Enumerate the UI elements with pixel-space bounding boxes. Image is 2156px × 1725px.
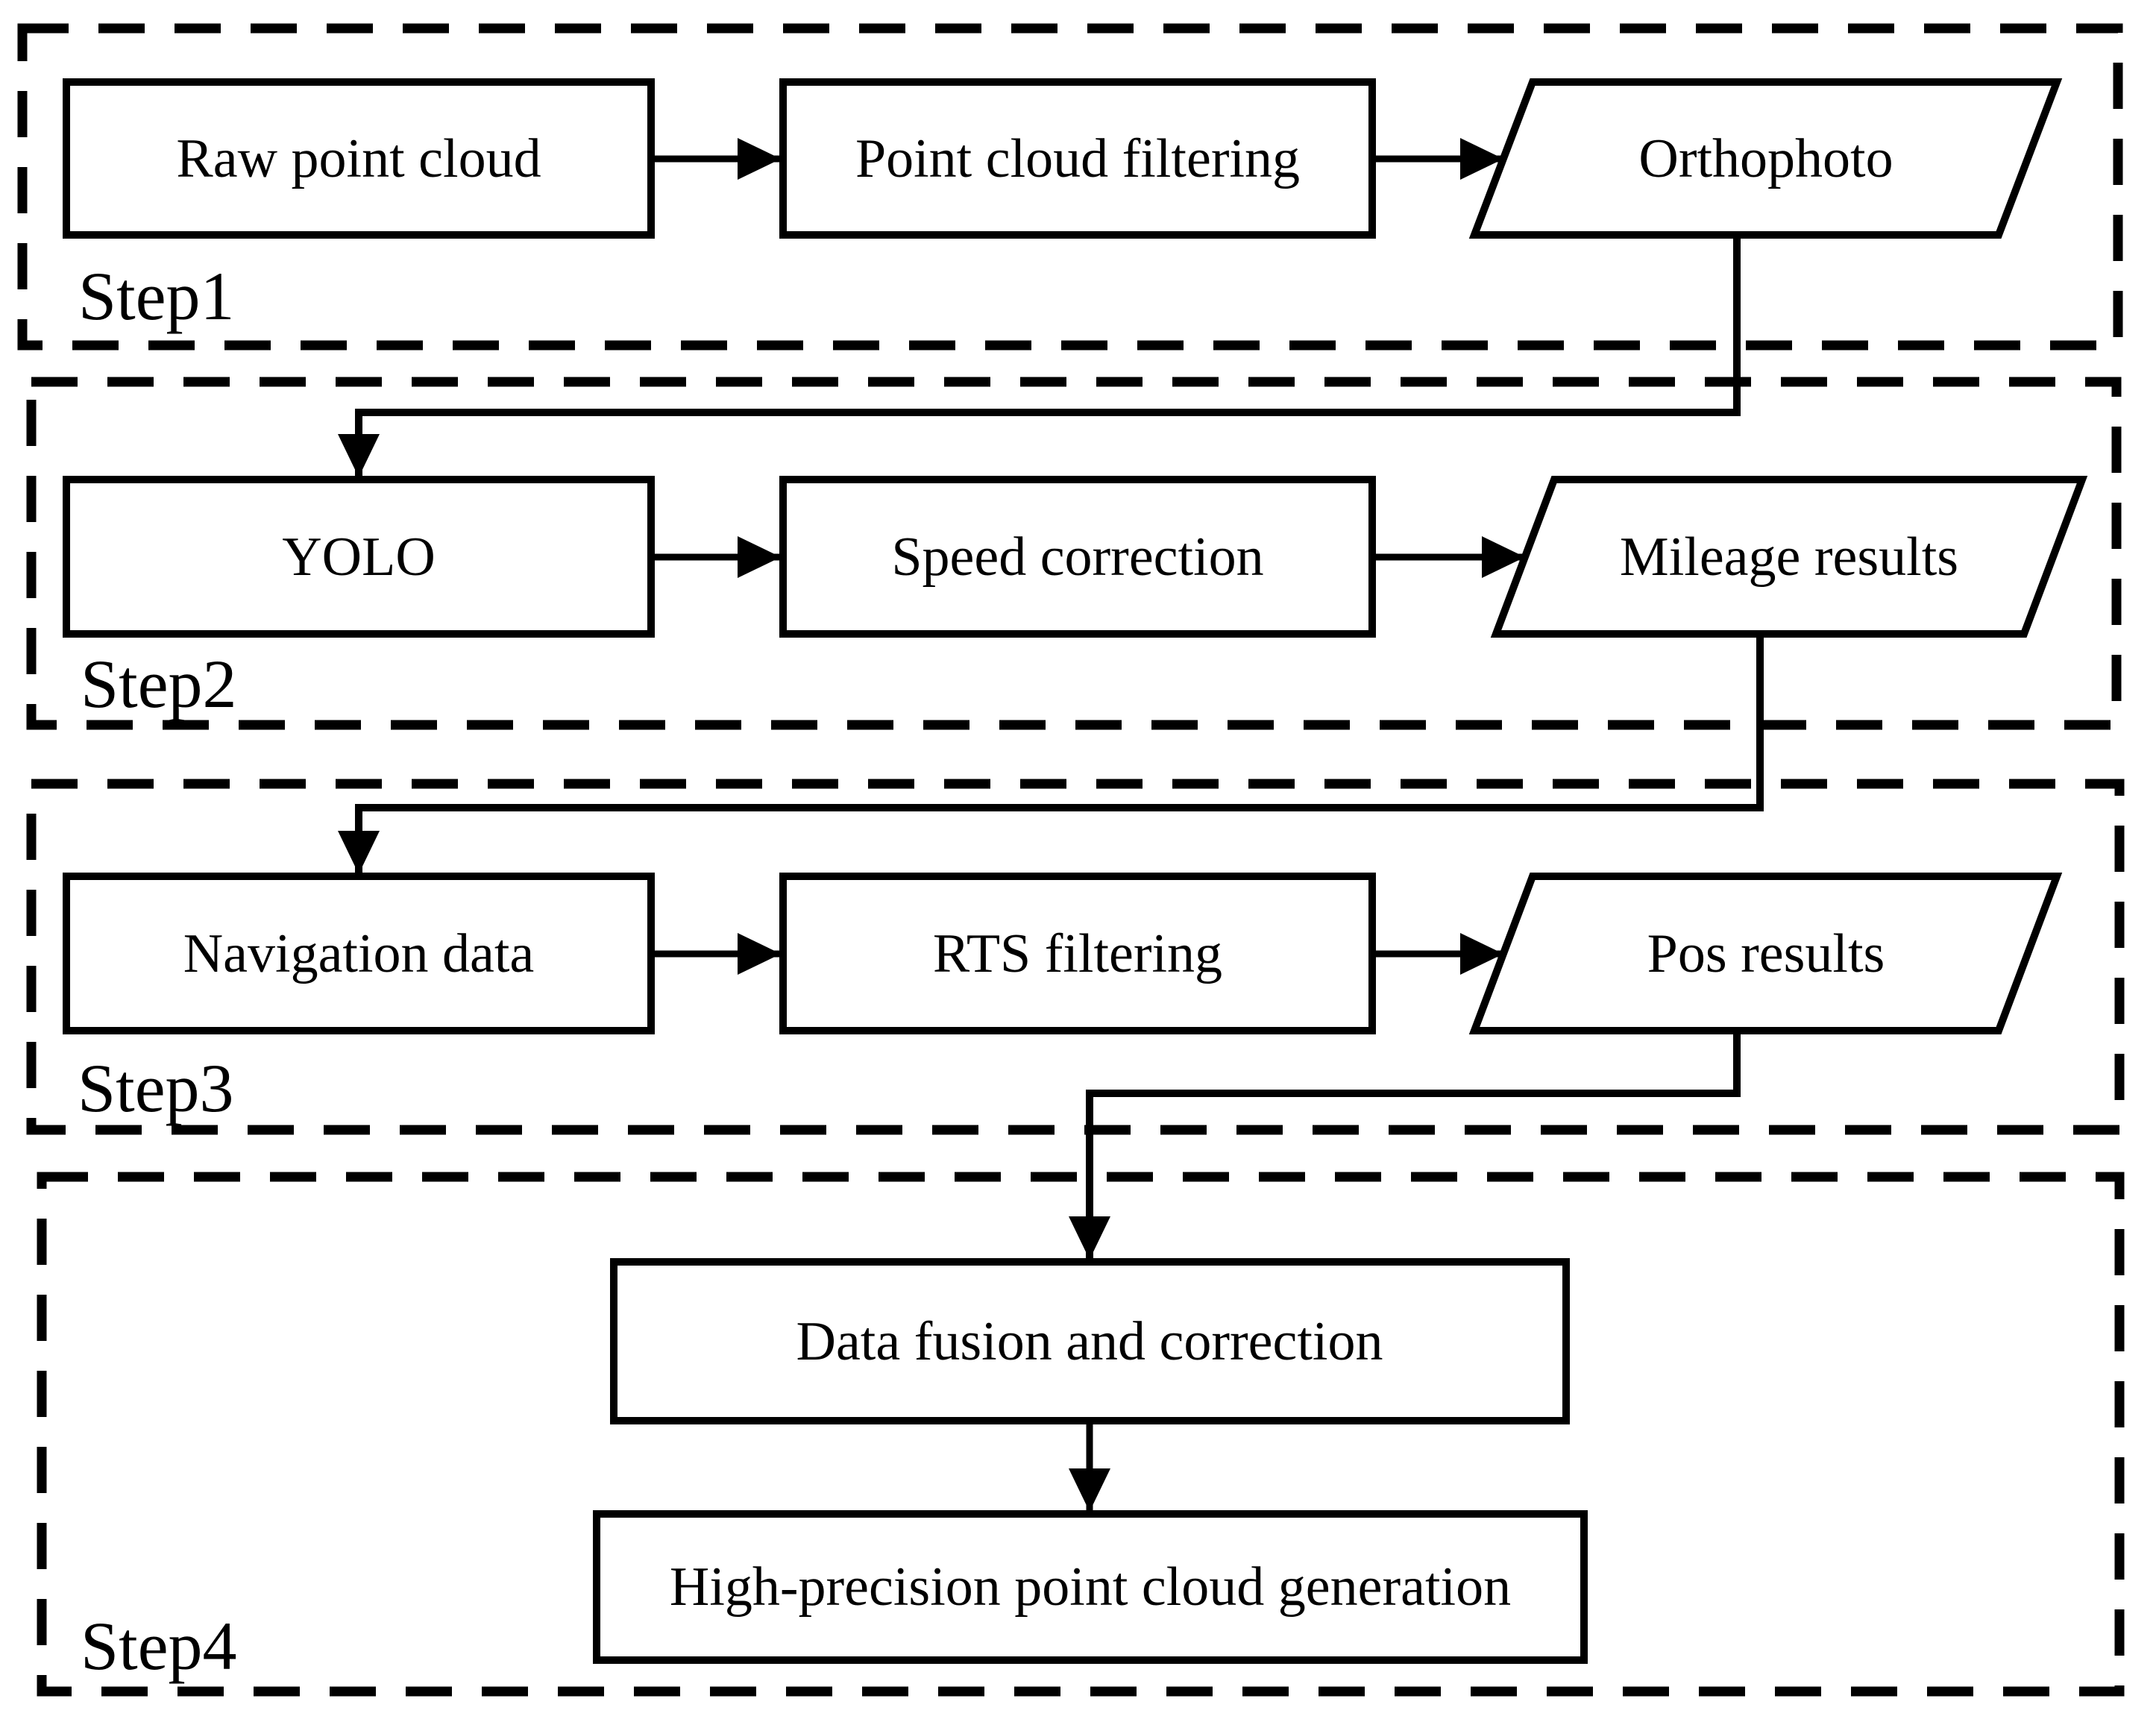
step3-label: Step3	[78, 1050, 234, 1126]
node-rts-filtering	[779, 873, 1376, 1034]
edge-pos-to-fusion	[1069, 1031, 1741, 1260]
node-raw-point-cloud-label: Raw point cloud	[176, 128, 541, 189]
node-mileage-results-label: Mileage results	[1620, 527, 1958, 588]
node-yolo	[63, 476, 655, 638]
node-high-precision-point-cloud-generation-label: High-precision point cloud generation	[670, 1556, 1511, 1618]
node-point-cloud-filtering	[779, 78, 1376, 239]
node-orthophoto	[1468, 78, 2063, 239]
node-raw-point-cloud	[63, 78, 655, 239]
node-data-fusion-and-correction-label: Data fusion and correction	[796, 1311, 1383, 1372]
step1-label: Step1	[78, 258, 235, 334]
node-speed-correction	[779, 476, 1376, 638]
edge-ortho-to-yolo	[338, 235, 1741, 477]
node-data-fusion-and-correction	[610, 1258, 1570, 1424]
node-pos-results	[1468, 873, 2063, 1034]
node-navigation-data	[63, 873, 655, 1034]
node-speed-correction-label: Speed correction	[891, 527, 1263, 588]
node-high-precision-point-cloud-generation	[593, 1510, 1588, 1664]
step1-group-border	[17, 23, 2123, 351]
node-navigation-data-label: Navigation data	[183, 923, 535, 984]
node-pos-results-label: Pos results	[1647, 923, 1885, 984]
edge-mileage-to-nav	[338, 634, 1764, 874]
node-yolo-label: YOLO	[282, 527, 436, 588]
step4-label: Step4	[81, 1608, 237, 1684]
step2-label: Step2	[81, 646, 237, 722]
node-orthophoto-label: Orthophoto	[1638, 128, 1893, 189]
step2-group-border	[26, 377, 2122, 730]
node-mileage-results	[1490, 476, 2088, 638]
node-point-cloud-filtering-label: Point cloud filtering	[855, 128, 1300, 189]
node-rts-filtering-label: RTS filtering	[933, 923, 1222, 984]
